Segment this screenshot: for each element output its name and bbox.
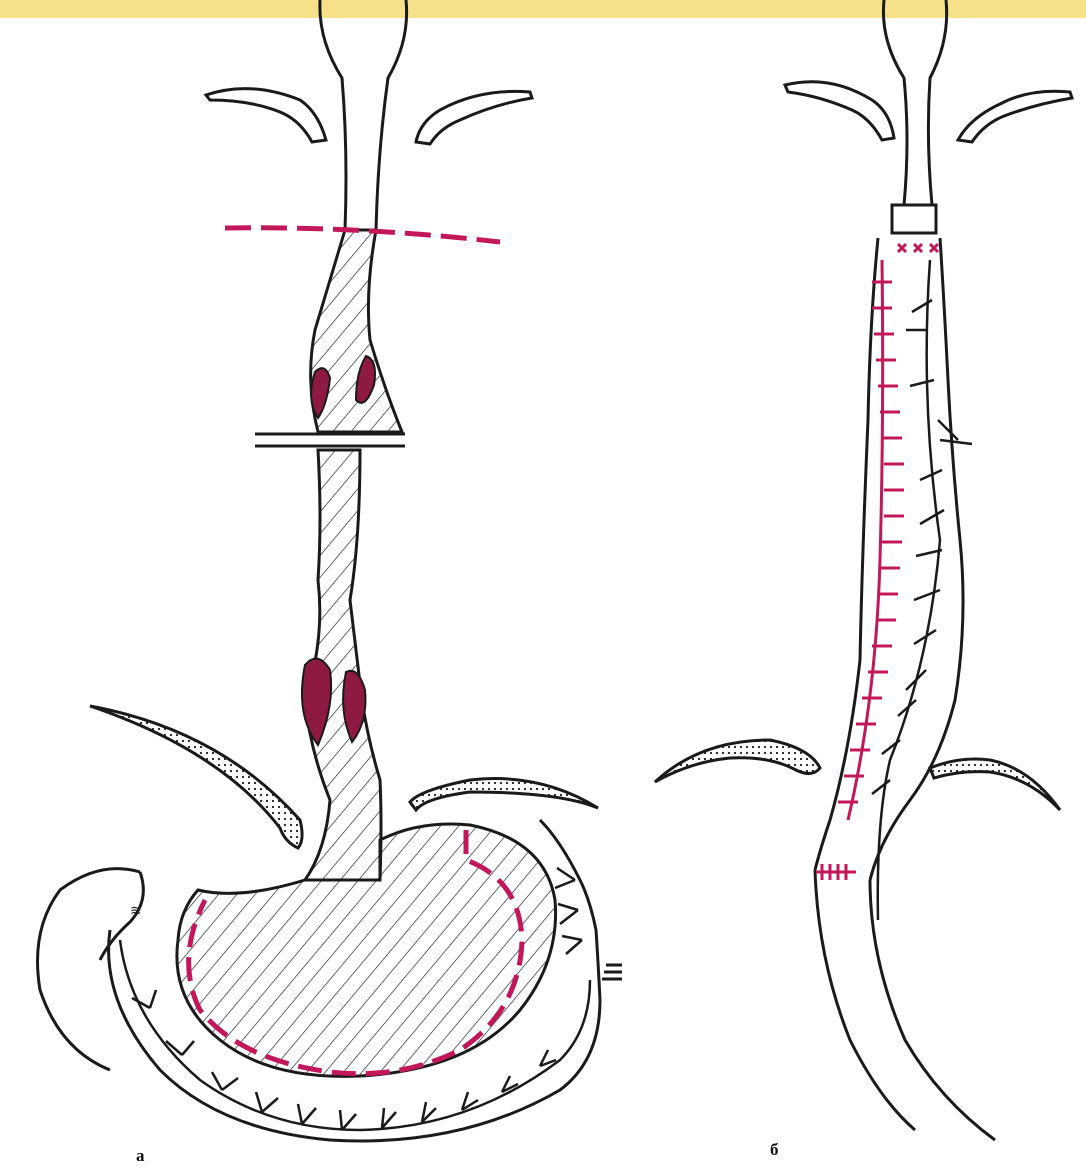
diaphragm-left-b [655,740,820,782]
diaphragm-right-b [930,759,1060,810]
top-anastomosis-stitches [898,244,938,252]
diaphragm-left [90,706,302,848]
upper-esophagus [320,0,407,230]
panel-a: ≋ [38,0,623,1141]
diaphragm-right [410,779,598,810]
lower-tube [815,870,995,1140]
left-clavicle [206,89,326,142]
panel-label-a: а [136,1146,145,1166]
panel-b [655,0,1072,1140]
stomach-ligature [602,965,622,979]
lower-ligature [816,864,856,880]
pylorus-ligature: ≋ [130,902,142,918]
right-clavicle-b [958,91,1072,142]
anastomosis-cuff [892,205,936,233]
right-clavicle [416,91,532,144]
left-clavicle-b [785,82,894,140]
pylorus [38,869,144,1070]
panel-label-b: б [770,1140,779,1160]
upper-esophagus-b [883,0,946,205]
